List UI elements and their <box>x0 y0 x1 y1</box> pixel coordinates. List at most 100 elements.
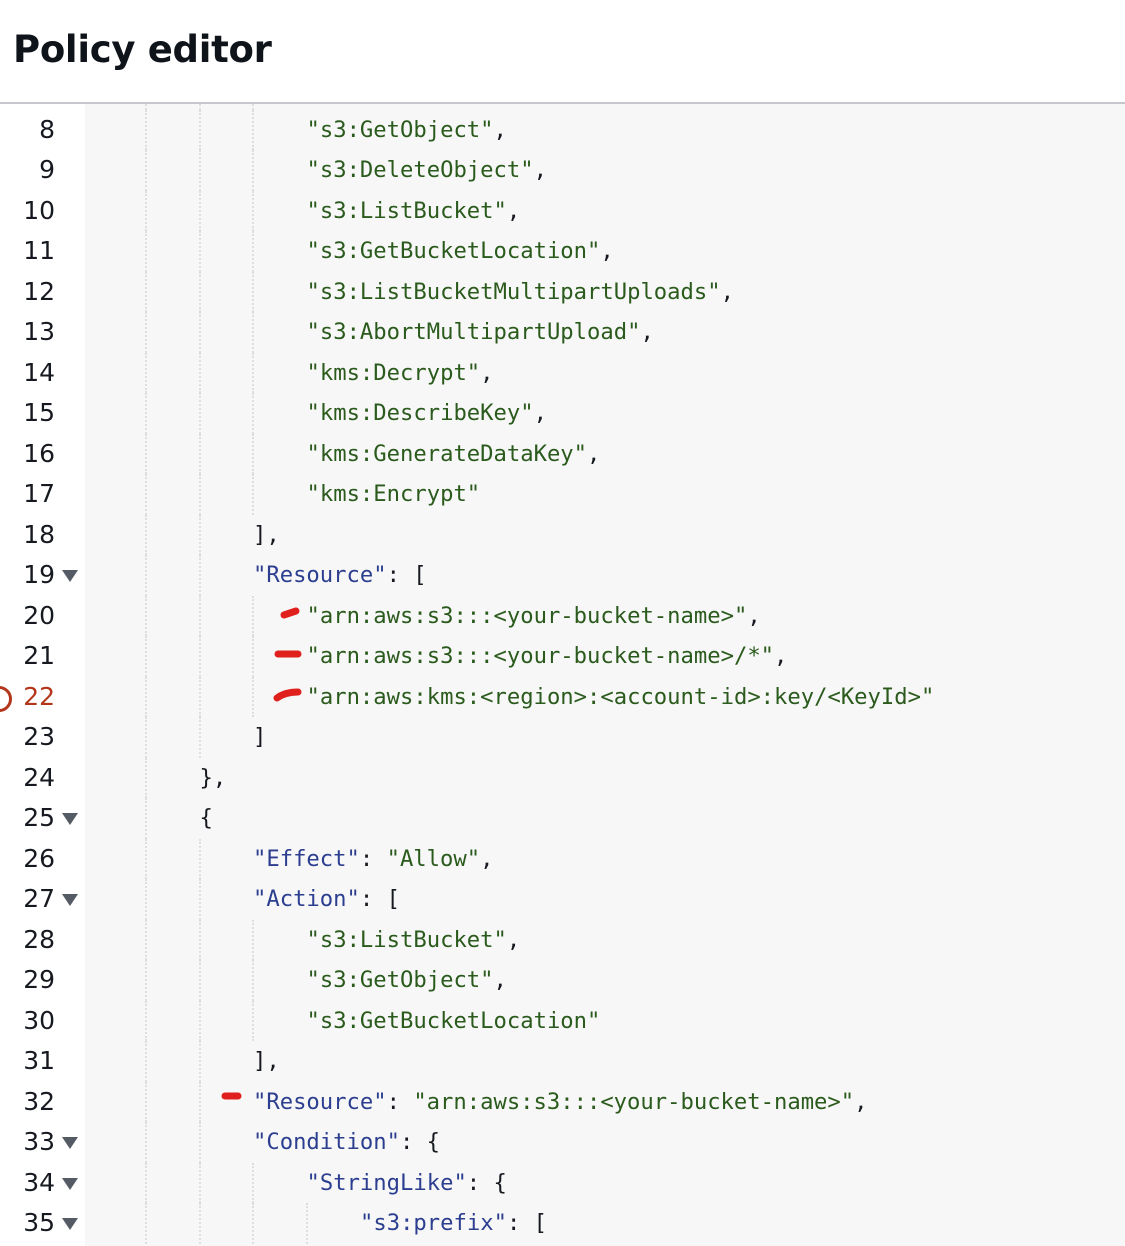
json-string: "s3:DeleteObject" <box>306 157 534 183</box>
code-line[interactable]: 23] <box>0 717 1125 758</box>
code-line[interactable]: 11 "s3:GetBucketLocation", <box>0 231 1125 272</box>
indent-guide <box>305 1203 308 1244</box>
code-text[interactable]: "Effect": "Allow", <box>253 839 493 880</box>
code-text[interactable]: "StringLike": { <box>307 1163 507 1204</box>
json-punctuation: , <box>854 1088 868 1115</box>
code-text[interactable]: "s3:PutObject", <box>307 104 507 110</box>
code-text[interactable]: "Resource": "arn:aws:s3:::<your-bucket-n… <box>253 1082 868 1123</box>
code-text[interactable]: "Resource": [ <box>253 555 427 596</box>
code-text[interactable]: "s3:ListBucket", <box>307 191 521 232</box>
fold-toggle-icon[interactable] <box>62 1137 78 1149</box>
code-text[interactable]: "arn:aws:s3:::<your-bucket-name>", <box>307 596 761 637</box>
code-line[interactable]: 29"s3:GetObject", <box>0 960 1125 1001</box>
page-title: Policy editor <box>13 28 272 71</box>
indent-guide <box>198 717 201 758</box>
code-area[interactable] <box>85 104 1125 1246</box>
code-text[interactable]: ] <box>253 717 266 758</box>
indent-guide <box>198 1081 201 1122</box>
code-line[interactable]: 10"s3:ListBucket", <box>0 190 1125 232</box>
code-text[interactable]: "s3:GetBucketLocation" <box>307 1001 601 1042</box>
indent-guide <box>145 271 147 312</box>
code-text[interactable]: "kms:GenerateDataKey", <box>307 434 601 475</box>
line-number-gutter <box>0 104 85 1246</box>
indent-guide <box>198 231 201 272</box>
code-text[interactable]: { <box>200 798 213 839</box>
code-text[interactable]: "arn:aws:s3:::<your-bucket-name>/*", <box>307 636 788 677</box>
code-line[interactable]: 13"s3:AbortMultipartUpload", <box>0 312 1125 353</box>
code-line[interactable]: 8"s3:GetObject", <box>0 109 1125 151</box>
code-line[interactable]: 28"s3:ListBucket", <box>0 919 1125 961</box>
indent-guide <box>252 150 254 191</box>
code-line[interactable]: 24}, <box>0 757 1125 799</box>
json-punctuation: , <box>640 319 654 345</box>
code-line[interactable]: 26"Effect": "Allow", <box>0 838 1125 880</box>
code-text[interactable]: ], <box>253 515 280 556</box>
code-text[interactable]: "s3:ListBucketMultipartUploads", <box>307 272 734 313</box>
indent-guide <box>198 433 201 474</box>
indent-guide <box>145 474 147 515</box>
code-line[interactable]: 9 "s3:DeleteObject", <box>0 150 1125 191</box>
code-text[interactable]: "s3:ListBucket", <box>307 920 521 961</box>
fold-toggle-icon[interactable] <box>62 1218 78 1230</box>
json-punctuation: { <box>199 805 213 831</box>
fold-toggle-icon[interactable] <box>62 813 78 825</box>
fold-toggle-icon[interactable] <box>62 1177 78 1190</box>
indent-guide <box>252 190 254 231</box>
fold-toggle-icon[interactable] <box>62 570 78 582</box>
code-line[interactable]: 20"arn:aws:s3:::<your-bucket-name>", <box>0 595 1125 637</box>
indent-guide <box>198 838 201 879</box>
code-line[interactable]: 21"arn:aws:s3:::<your-bucket-name>/*", <box>0 636 1125 677</box>
json-string: "kms:Decrypt" <box>306 359 481 386</box>
code-line[interactable]: 33"Condition": { <box>0 1122 1125 1163</box>
indent-guide <box>252 919 254 960</box>
code-text[interactable]: "s3:AbortMultipartUpload", <box>307 312 654 353</box>
code-line[interactable]: 31], <box>0 1041 1125 1082</box>
indent-guide <box>145 190 147 231</box>
code-text[interactable]: "s3:GetObject", <box>307 960 507 1001</box>
code-line[interactable]: 7"s3:PutObject", <box>0 104 1125 110</box>
indent-guide <box>145 838 147 879</box>
code-text[interactable]: "s3:GetObject", <box>307 110 507 151</box>
code-text[interactable]: "Condition": { <box>253 1122 440 1163</box>
json-punctuation: , <box>720 278 734 305</box>
fold-toggle-icon[interactable] <box>62 894 78 906</box>
code-line[interactable]: 17"kms:Encrypt" <box>0 474 1125 515</box>
code-lines: 7"s3:PutObject",8"s3:GetObject", 9 "s3:Del… <box>0 104 1125 1244</box>
indent-guide <box>145 393 147 434</box>
line-number: 11 <box>23 236 55 265</box>
line-number: 15 <box>23 398 55 427</box>
indent-guide <box>198 879 201 920</box>
code-line[interactable]: 16"kms:GenerateDataKey", <box>0 433 1125 475</box>
code-line[interactable]: 25{ <box>0 798 1125 839</box>
code-line[interactable]: 35"s3:prefix": [ <box>0 1203 1125 1244</box>
code-line[interactable]: 12"s3:ListBucketMultipartUploads", <box>0 271 1125 313</box>
code-line[interactable]: 22"arn:aws:kms:<region>:<account-id>:key… <box>0 676 1125 718</box>
code-line[interactable]: 19"Resource": [ <box>0 555 1125 596</box>
indent-guide <box>252 393 254 434</box>
code-line[interactable]: 15 "kms:DescribeKey", <box>0 393 1125 434</box>
code-text[interactable]: "kms:Encrypt" <box>307 474 481 515</box>
code-text[interactable]: ], <box>253 1041 280 1082</box>
code-line[interactable]: 30"s3:GetBucketLocation" <box>0 1000 1125 1042</box>
code-text[interactable]: "s3:DeleteObject", <box>307 150 547 191</box>
json-punctuation: : { <box>466 1169 507 1196</box>
code-text[interactable]: "kms:Decrypt", <box>307 353 494 394</box>
code-text[interactable]: "s3:prefix": [ <box>360 1203 547 1244</box>
indent-guide <box>198 393 201 434</box>
code-text[interactable]: "arn:aws:kms:<region>:<account-id>:key/<… <box>307 677 935 718</box>
code-line[interactable]: 32"Resource": "arn:aws:s3:::<your-bucket… <box>0 1081 1125 1123</box>
code-line[interactable]: 27"Action": [ <box>0 879 1125 920</box>
code-text[interactable]: "s3:GetBucketLocation", <box>307 231 614 272</box>
indent-guide <box>252 1000 254 1041</box>
code-line[interactable]: 14"kms:Decrypt", <box>0 352 1125 394</box>
line-number: 9 <box>39 155 55 184</box>
indent-guide <box>198 919 201 960</box>
policy-code-editor[interactable]: 7"s3:PutObject",8"s3:GetObject", 9 "s3:Del… <box>0 102 1125 1246</box>
code-text[interactable]: }, <box>200 758 227 799</box>
indent-guide <box>145 312 147 353</box>
code-line[interactable]: 18], <box>0 514 1125 556</box>
code-line[interactable]: 34"StringLike": { <box>0 1162 1125 1204</box>
code-text[interactable]: "kms:DescribeKey", <box>307 393 547 434</box>
indent-guide <box>145 150 147 191</box>
code-text[interactable]: "Action": [ <box>253 879 400 920</box>
